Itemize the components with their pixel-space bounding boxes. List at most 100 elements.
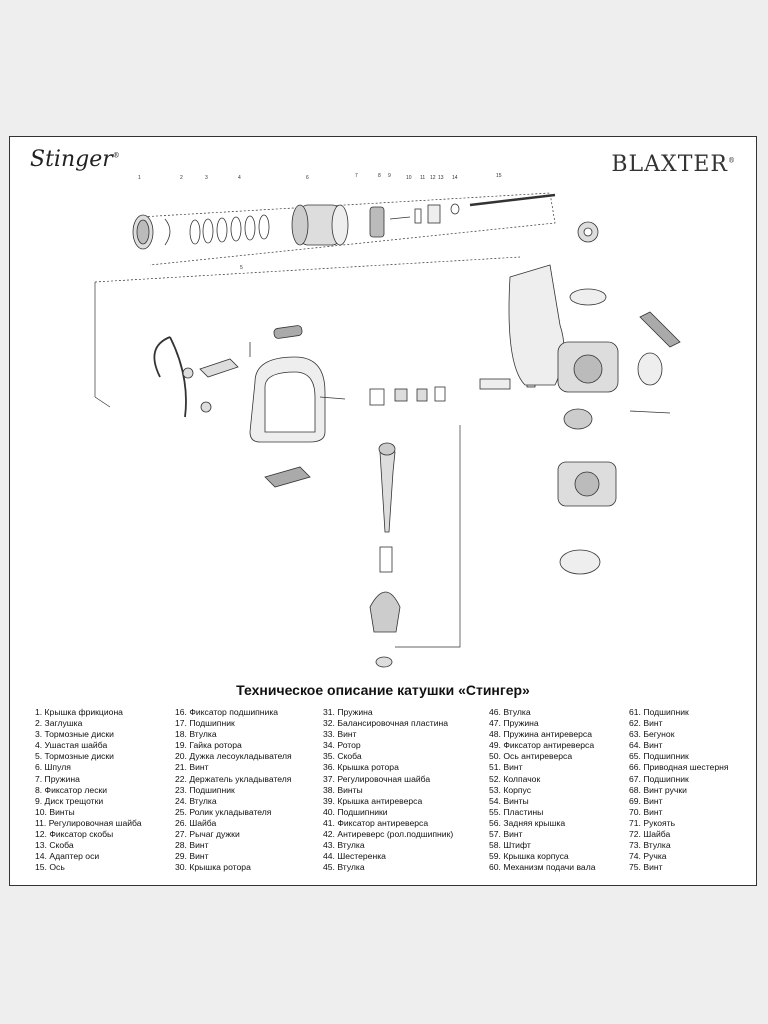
svg-text:7: 7 xyxy=(355,173,358,179)
legend-item: 33. Винт xyxy=(323,729,357,740)
legend-item: 4. Ушастая шайба xyxy=(35,740,108,751)
legend-item: 29. Винт xyxy=(175,851,209,862)
legend-item: 60. Механизм подачи вала xyxy=(489,862,596,873)
svg-text:6: 6 xyxy=(306,175,309,181)
svg-text:2: 2 xyxy=(180,175,183,181)
legend-item: 22. Держатель укладывателя xyxy=(175,773,292,784)
legend-item: 27. Рычаг дужки xyxy=(175,829,240,840)
legend-item: 16. Фиксатор подшипника xyxy=(175,707,279,717)
legend-item: 38. Винты xyxy=(323,784,363,795)
legend-item: 64. Винт xyxy=(629,740,663,751)
legend-item: 5. Тормозные диски xyxy=(35,751,114,762)
legend-item: 13. Скоба xyxy=(35,840,74,851)
legend-item: 43. Втулка xyxy=(323,840,365,851)
legend-item: 58. Штифт xyxy=(489,840,531,851)
legend-item: 2. Заглушка xyxy=(35,718,83,729)
legend-item: 8. Фиксатор лески xyxy=(35,784,108,795)
legend-item: 23. Подшипник xyxy=(175,784,235,795)
legend-item: 20. Дужка лесоукладывателя xyxy=(175,751,292,762)
legend-item: 21. Винт xyxy=(175,762,209,773)
legend-item: 42. Антиреверс (рол.подшипник) xyxy=(323,829,454,840)
svg-text:11: 11 xyxy=(420,175,425,181)
rotor-assembly xyxy=(153,325,536,488)
svg-text:15: 15 xyxy=(496,173,502,179)
handle-knob-part xyxy=(369,591,401,633)
legend-item: 37. Регулировочная шайба xyxy=(323,773,431,784)
exploded-view-diagram: 1 2 3 4 5 6 7 8 9 10 11 12 13 14 15 xyxy=(94,173,681,668)
legend-item: 44. Шестеренка xyxy=(323,851,386,862)
legend-item: 75. Винт xyxy=(629,862,663,873)
body-assembly xyxy=(508,221,681,575)
legend-item: 6. Шпуля xyxy=(35,762,71,773)
svg-text:3: 3 xyxy=(205,175,208,181)
svg-text:1: 1 xyxy=(138,175,141,181)
svg-text:12: 12 xyxy=(430,175,436,181)
legend-item: 65. Подшипник xyxy=(629,751,689,762)
legend-item: 68. Винт ручки xyxy=(629,784,687,795)
legend-item: 19. Гайка ротора xyxy=(175,740,242,751)
legend-item: 17. Подшипник xyxy=(175,718,235,729)
legend-item: 14. Адаптер оси xyxy=(35,851,100,862)
legend-item: 50. Ось антиреверса xyxy=(489,751,573,762)
legend-item: 46. Втулка xyxy=(489,707,531,717)
legend-item: 31. Пружина xyxy=(323,707,373,717)
spool-assembly xyxy=(132,193,556,250)
legend-item: 69. Винт xyxy=(629,795,663,806)
legend-item: 12. Фиксатор скобы xyxy=(35,829,114,840)
legend-item: 25. Ролик укладывателя xyxy=(175,806,272,817)
svg-text:4: 4 xyxy=(238,175,241,181)
svg-text:14: 14 xyxy=(452,175,458,181)
legend-item: 35. Скоба xyxy=(323,751,362,762)
legend-item: 10. Винты xyxy=(35,806,75,817)
legend-item: 61. Подшипник xyxy=(629,707,689,717)
legend-item: 32. Балансировочная пластина xyxy=(323,718,449,729)
legend-item: 11. Регулировочная шайба xyxy=(35,817,142,828)
legend-item: 49. Фиксатор антиреверса xyxy=(489,740,595,751)
legend-item: 40. Подшипники xyxy=(323,806,388,817)
legend-item: 26. Шайба xyxy=(175,817,217,828)
svg-text:9: 9 xyxy=(388,173,391,179)
legend-item: 3. Тормозные диски xyxy=(35,729,114,740)
legend-item: 71. Рукоять xyxy=(629,817,676,828)
legend-item: 47. Пружина xyxy=(489,718,539,729)
legend-item: 36. Крышка ротора xyxy=(323,762,399,773)
stinger-logo: Stinger® xyxy=(30,147,120,172)
legend-item: 54. Винты xyxy=(489,795,529,806)
svg-text:5: 5 xyxy=(240,265,243,271)
legend-item: 55. Пластины xyxy=(489,806,544,817)
legend-item: 67. Подшипник xyxy=(629,773,689,784)
legend-item: 9. Диск трещотки xyxy=(35,795,104,806)
diagram-sheet: Stinger® BLAXTER® xyxy=(9,136,757,886)
legend-item: 53. Корпус xyxy=(489,784,532,795)
legend-item: 66. Приводная шестерня xyxy=(629,762,729,773)
diagram-title: Техническое описание катушки «Стингер» xyxy=(236,682,530,698)
blaxter-logo: BLAXTER® xyxy=(611,152,736,177)
legend-item: 30. Крышка ротора xyxy=(175,862,251,873)
legend-item: 70. Винт xyxy=(629,806,663,817)
legend-item: 28. Винт xyxy=(175,840,209,851)
spool-group-outline xyxy=(139,192,556,266)
legend-item: 24. Втулка xyxy=(175,795,217,806)
legend-item: 48. Пружина антиреверса xyxy=(489,729,592,740)
legend-item: 1. Крышка фрикциона xyxy=(35,707,123,717)
legend-item: 73. Втулка xyxy=(629,840,671,851)
legend-item: 39. Крышка антиреверса xyxy=(323,795,423,806)
legend-item: 7. Пружина xyxy=(35,773,80,784)
svg-text:10: 10 xyxy=(406,175,412,181)
legend-item: 57. Винт xyxy=(489,829,523,840)
legend-item: 15. Ось xyxy=(35,862,65,873)
legend-item: 62. Винт xyxy=(629,718,663,729)
legend-item: 41. Фиксатор антиреверса xyxy=(323,817,429,828)
bail-part xyxy=(153,336,171,378)
legend-item: 56. Задняя крышка xyxy=(489,817,566,828)
legend-item: 34. Ротор xyxy=(323,740,361,751)
legend-item: 63. Бегунок xyxy=(629,729,675,740)
handle-assembly xyxy=(369,442,401,668)
legend-item: 45. Втулка xyxy=(323,862,365,873)
